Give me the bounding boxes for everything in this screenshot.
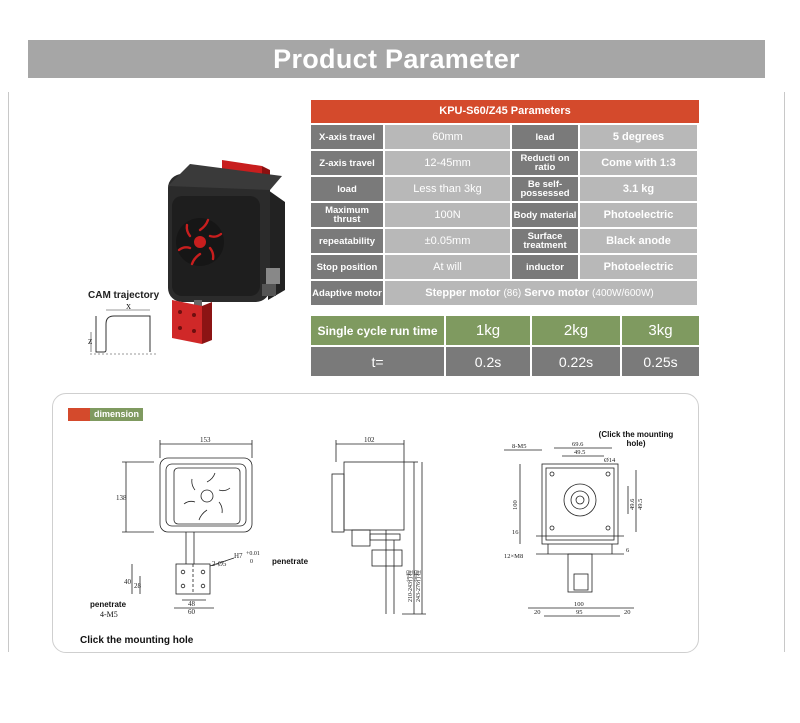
- servo-motor: Servo motor: [524, 287, 590, 299]
- rear-m5: 8-M5: [512, 443, 526, 450]
- param-value: At will: [385, 255, 510, 279]
- param-value: Less than 3kg: [385, 177, 510, 201]
- side-stroke-1: 210-243行程: [406, 570, 414, 602]
- rear-b100: 100: [574, 601, 584, 608]
- adaptive-motor-row: Adaptive motor Stepper motor (86) Servo …: [311, 281, 699, 305]
- frame-line-right: [784, 92, 785, 652]
- param-label: Stop position: [311, 255, 383, 279]
- front-tol-plus: +0.01: [246, 551, 260, 557]
- side-stroke-2: 243-276行程: [414, 570, 422, 602]
- front-d48: 48: [188, 600, 196, 608]
- t-label: t=: [311, 347, 444, 376]
- side-view-drawing: 102 210-243行程 243-276行程: [331, 436, 426, 615]
- rear-d495: 49.5: [574, 449, 585, 456]
- rear-r496: 49.6: [629, 498, 636, 510]
- load-2: 2kg: [532, 316, 620, 345]
- dimension-tag: dimension: [68, 408, 143, 421]
- param-value-2: Photoelectric: [580, 255, 697, 279]
- param-value: 12-45mm: [385, 151, 510, 175]
- parameters-title: KPU-S60/Z45 Parameters: [311, 100, 699, 123]
- param-label-2: lead: [512, 125, 578, 149]
- front-height: 138: [116, 494, 127, 502]
- param-label-2: Be self-possessed: [512, 177, 578, 201]
- param-value: 60mm: [385, 125, 510, 149]
- stepper-motor: Stepper motor: [425, 287, 501, 299]
- param-label: repeatability: [311, 229, 383, 253]
- rear-b20a: 20: [534, 609, 541, 616]
- servo-note: (400W/600W): [592, 287, 654, 299]
- cycle-time-table: Single cycle run time 1kg 2kg 3kg t= 0.2…: [311, 316, 699, 378]
- param-label: X-axis travel: [311, 125, 383, 149]
- cam-trajectory-diagram: X Z: [88, 303, 158, 355]
- header-banner: Product Parameter: [28, 40, 765, 78]
- param-value-2: 5 degrees: [580, 125, 697, 149]
- dimension-tag-red: [68, 408, 90, 421]
- rear-b20b: 20: [624, 609, 631, 616]
- dimension-tag-label: dimension: [90, 408, 143, 421]
- param-label: Maximum thrust: [311, 203, 383, 227]
- cycle-header: Single cycle run time: [311, 316, 444, 345]
- time-1: 0.2s: [446, 347, 530, 376]
- product-image: [168, 160, 285, 344]
- penetrate-right-note: penetrate: [272, 557, 309, 566]
- page-title: Product Parameter: [273, 44, 520, 74]
- param-label-2: Reducti on ratio: [512, 151, 578, 175]
- traj-x-label: X: [126, 303, 131, 311]
- param-label: Z-axis travel: [311, 151, 383, 175]
- stepper-note: (86): [503, 287, 522, 299]
- param-value: 100N: [385, 203, 510, 227]
- param-value-2: 3.1 kg: [580, 177, 697, 201]
- side-width: 102: [364, 436, 375, 444]
- cycle-header-row: Single cycle run time 1kg 2kg 3kg: [311, 316, 699, 345]
- penetrate-left-note: penetrate: [90, 600, 127, 609]
- time-3: 0.25s: [622, 347, 699, 376]
- rear-click-note: (Click the mounting hole): [598, 430, 674, 448]
- front-tol-zero: 0: [250, 559, 253, 565]
- click-mounting-hole-note: Click the mounting hole: [80, 635, 194, 646]
- param-label-2: inductor: [512, 255, 578, 279]
- param-value-2: Black anode: [580, 229, 697, 253]
- traj-z-label: Z: [88, 338, 92, 346]
- param-value-2: Photoelectric: [580, 203, 697, 227]
- front-view-drawing: 153 138 40 28 48 60 2-Ø5 H7 +0.01 0: [116, 436, 260, 616]
- rear-dia: Ø14: [604, 457, 616, 464]
- adaptive-motor-label: Adaptive motor: [311, 281, 383, 305]
- load-1: 1kg: [446, 316, 530, 345]
- rear-h100: 100: [512, 500, 519, 510]
- time-2: 0.22s: [532, 347, 620, 376]
- front-width: 153: [200, 436, 211, 444]
- param-value-2: Come with 1:3: [580, 151, 697, 175]
- param-value: ±0.05mm: [385, 229, 510, 253]
- cycle-time-row: t= 0.2s 0.22s 0.25s: [311, 347, 699, 376]
- load-3: 3kg: [622, 316, 699, 345]
- front-d60: 60: [188, 608, 196, 616]
- front-d40: 40: [124, 578, 132, 586]
- front-d28: 28: [134, 582, 142, 590]
- adaptive-motor-value: Stepper motor (86) Servo motor (400W/600…: [385, 281, 697, 305]
- rear-d12m8: 12×M8: [504, 553, 523, 560]
- rear-r495: 49.5: [637, 499, 644, 510]
- rear-d6: 6: [626, 547, 630, 554]
- param-label-2: Body material: [512, 203, 578, 227]
- frame-line-left: [8, 92, 9, 652]
- m5-note: 4-M5: [100, 610, 118, 619]
- param-label: load: [311, 177, 383, 201]
- front-tol-label: H7: [234, 552, 243, 560]
- cam-trajectory-label: CAM trajectory: [88, 290, 160, 301]
- rear-d16: 16: [512, 529, 519, 536]
- rear-view-drawing: 8-M5 69.6 49.5 Ø14 100 49.6 49.5 16 6 12…: [504, 441, 644, 617]
- param-label-2: Surface treatment: [512, 229, 578, 253]
- rear-b95: 95: [576, 609, 583, 616]
- rear-d696: 69.6: [572, 441, 584, 448]
- front-hole-note: 2-Ø5: [212, 560, 227, 568]
